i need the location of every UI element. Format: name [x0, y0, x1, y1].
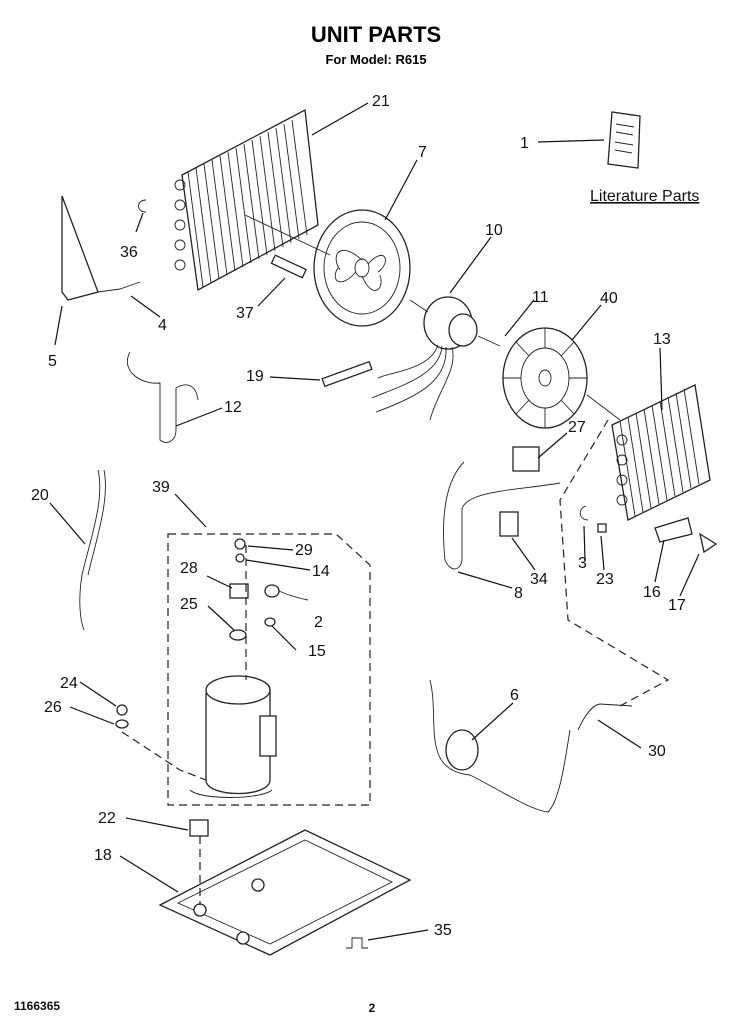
fan-motor: [371, 296, 501, 421]
page-subtitle: For Model: R615: [325, 52, 426, 67]
callout-16: 16: [643, 584, 661, 601]
clip-35: [346, 937, 368, 949]
callout-37: 37: [236, 305, 254, 322]
callout-19: 19: [246, 368, 264, 385]
fan-shroud: [244, 209, 411, 327]
callout-24: 24: [60, 675, 78, 692]
tube-12: [126, 351, 199, 443]
callout-4: 4: [158, 317, 167, 334]
footer-part-number: 1166365: [14, 999, 60, 1013]
callout-25: 25: [180, 596, 198, 613]
page-title: UNIT PARTS: [311, 22, 441, 47]
base-pan: [158, 819, 412, 956]
callout-23: 23: [596, 571, 614, 588]
nut-24: [115, 704, 207, 781]
footer-page-number: 2: [369, 1001, 376, 1015]
leader-lines: [49, 102, 700, 941]
callout-7: 7: [418, 144, 427, 161]
callout-34: 34: [530, 571, 548, 588]
callout-39: 39: [152, 479, 170, 496]
tube-30: [577, 703, 633, 731]
callout-20: 20: [31, 487, 49, 504]
callout-5: 5: [48, 353, 57, 370]
callout-27: 27: [568, 419, 586, 436]
callout-21: 21: [372, 93, 390, 110]
clip-3: [579, 505, 589, 521]
callout-28: 28: [180, 560, 198, 577]
callout-14: 14: [312, 563, 330, 580]
callout-26: 26: [44, 699, 62, 716]
callout-10: 10: [485, 222, 503, 239]
harness-20: [79, 469, 106, 631]
part-23: [597, 523, 607, 533]
tube-harness: [559, 419, 670, 707]
capillary-tube: [61, 195, 141, 301]
tube-6: [429, 679, 571, 813]
callout-8: 8: [514, 585, 523, 602]
callout-11: 11: [532, 289, 549, 306]
part-34: [499, 511, 519, 537]
condenser-coil: [174, 108, 319, 292]
clip-icon: [138, 199, 147, 213]
part-16: [654, 517, 693, 543]
tube-8: [443, 461, 561, 570]
callout-17: 17: [668, 597, 686, 614]
part-17: [699, 532, 718, 554]
blower-wheel: [502, 327, 621, 429]
callout-15: 15: [308, 643, 326, 660]
literature-parts-label: Literature Parts: [590, 188, 699, 205]
callout-3: 3: [578, 555, 587, 572]
callout-6: 6: [510, 687, 519, 704]
callout-1: 1: [520, 135, 529, 152]
evaporator-coil: [611, 384, 711, 521]
callout-36: 36: [120, 244, 138, 261]
callout-13: 13: [653, 331, 671, 348]
callout-30: 30: [648, 743, 666, 760]
literature-card: [607, 111, 641, 169]
bracket-27: [512, 446, 540, 472]
callout-29: 29: [295, 542, 313, 559]
part-6-ring: [445, 729, 479, 771]
callout-40: 40: [600, 290, 618, 307]
callout-35: 35: [434, 922, 452, 939]
compressor-group: [167, 533, 371, 806]
bracket-37: [270, 254, 307, 279]
callout-18: 18: [94, 847, 112, 864]
callout-12: 12: [224, 399, 242, 416]
thermostat-19: [321, 360, 373, 388]
callout-numbers: 21 7 10 1 36 4 5 37 11 40 19 12 13 27 20…: [31, 93, 686, 939]
callout-2: 2: [314, 614, 323, 631]
callout-22: 22: [98, 810, 116, 827]
